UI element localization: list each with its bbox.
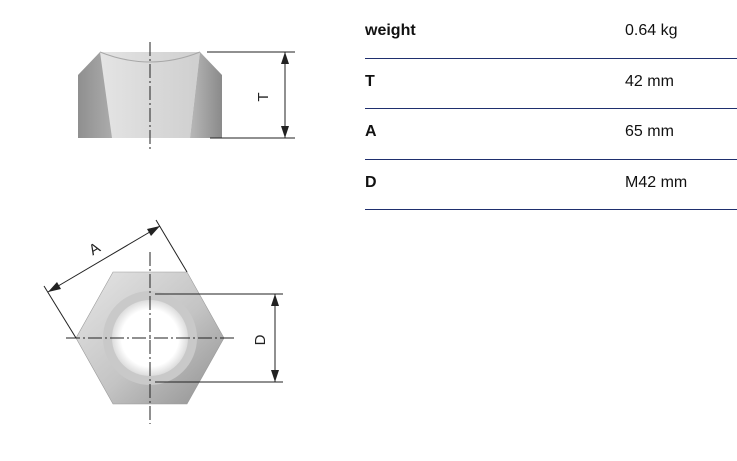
specification-table: weight 0.64 kg T 42 mm A 65 mm D M42 mm [365,8,737,210]
nut-top-view [66,252,234,424]
nut-side-right-face [190,52,222,138]
spec-value-weight: 0.64 kg [625,22,678,39]
hex-nut-technical-drawing: T A D [43,42,295,424]
spec-label-a: A [365,123,377,140]
spec-value-d: M42 mm [625,173,688,191]
spec-label-t: T [365,72,375,90]
spec-row-a: A 65 mm [365,109,737,160]
dimension-d: D [155,293,283,383]
dimension-d-label: D [252,334,269,345]
spec-value-t: 42 mm [625,72,674,90]
dimension-t: T [207,51,295,139]
spec-row-t: T 42 mm [365,59,737,109]
spec-row-weight: weight 0.64 kg [365,8,737,59]
dimension-t-label: T [255,92,272,101]
nut-side-view [78,42,222,150]
spec-label-d: D [365,173,377,191]
dimension-a-label: A [86,239,103,259]
spec-label-weight: weight [365,22,416,39]
nut-chamfer-top [99,51,201,63]
spec-value-a: 65 mm [625,123,674,140]
spec-row-d: D M42 mm [365,160,737,210]
